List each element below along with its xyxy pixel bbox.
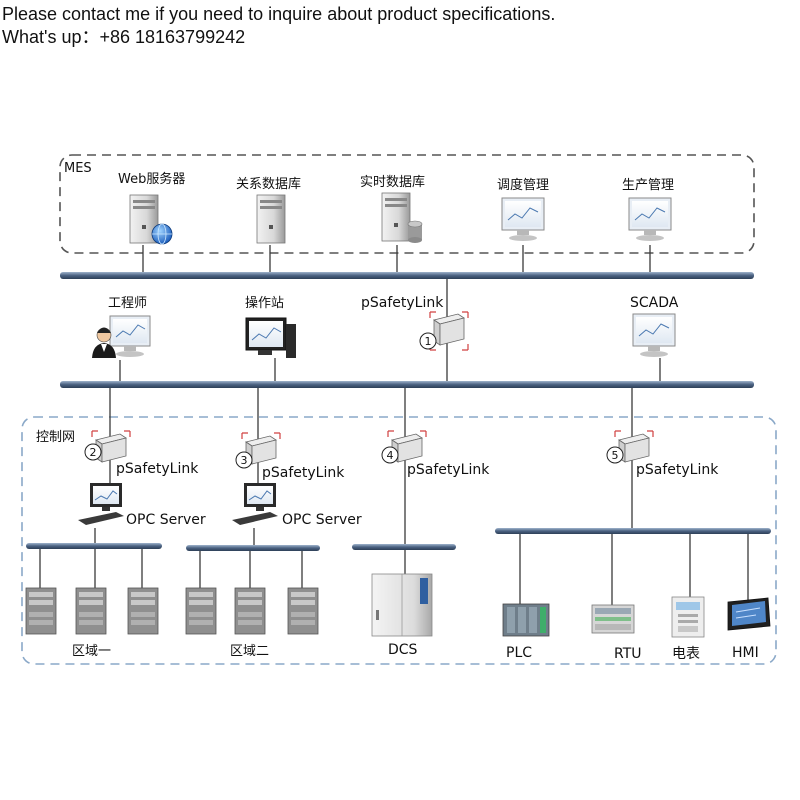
rack-server-icon [75,587,107,635]
rtu-label: RTU [614,646,642,662]
plc-label: PLC [506,645,532,661]
gateway-number: 2 [90,446,97,459]
zone2-servers: 区域二 [185,587,319,659]
rtu-device-icon [591,604,635,634]
rack-server-icon [25,587,57,635]
workstation-icon [232,483,278,525]
electric-meter-icon [671,596,705,638]
psafetylink-gateway-4: 4 pSafetyLink [381,430,490,478]
psafetylink-gateway-5: 5 pSafetyLink [606,430,719,478]
field-bus [495,528,771,534]
monitor-icon [628,197,672,241]
contact-phone: What's up：+86 18163799242 [2,27,246,47]
realtime-db-label: 实时数据库 [360,174,425,190]
gateway-number-badge [381,446,399,464]
globe-icon [151,223,173,245]
dcs-bus [352,544,456,550]
psafetylink-top-label: pSafetyLink [361,295,444,311]
relational-db-node: 关系数据库 [236,176,301,244]
relational-db-label: 关系数据库 [236,176,301,192]
control-network-label: 控制网 [36,430,75,445]
hmi-panel-icon [727,597,771,631]
psafetylink-label: pSafetyLink [116,461,199,477]
production-node: 生产管理 [622,178,674,241]
gateway-number-badge [419,332,437,350]
workstation-icon [78,483,124,525]
rack-server-icon [127,587,159,635]
gateway-number: 1 [425,335,432,348]
meter-label: 电表 [672,646,700,662]
psafetylink-gateway-2: 2 pSafetyLink [84,430,199,477]
web-server-node: Web服务器 [118,171,185,245]
gateway-number: 4 [387,449,394,462]
scheduling-node: 调度管理 [497,177,549,241]
server-tower-icon [381,192,411,242]
contact-note: Please contact me if you need to inquire… [2,4,556,24]
mes-zone-label: MES [64,161,92,176]
psafetylink-label: pSafetyLink [262,465,345,481]
psafetylink-label: pSafetyLink [407,462,490,478]
scada-label: SCADA [630,295,679,311]
opc-server-node-2: OPC Server [232,483,362,528]
monitor-icon [632,313,676,357]
gateway-number-badge [235,451,253,469]
plc-node: PLC [502,603,550,661]
dcs-label: DCS [388,642,418,658]
engineer-node: 工程师 [92,296,151,358]
psafetylink-gateway-3: 3 pSafetyLink [235,432,345,481]
engineer-person-icon [92,327,116,358]
gateway-number-badge [84,443,102,461]
dcs-node: DCS [371,573,433,658]
rtu-node: RTU [591,604,642,662]
mes-bus [60,272,754,279]
opc-server-node-1: OPC Server [78,483,206,528]
server-tower-icon [256,194,286,244]
zone1-servers: 区域一 [25,587,159,659]
scada-node: SCADA [630,295,679,357]
gateway-device-icon [429,311,469,351]
operator-station-node: 操作站 [245,295,296,358]
database-icon [407,220,423,243]
gateway-number: 5 [612,449,619,462]
production-label: 生产管理 [622,178,674,193]
control-network-zone [21,416,777,665]
supervisory-bus [60,381,754,388]
hmi-label: HMI [732,645,759,661]
dcs-cabinet-icon [371,573,433,637]
zone2-label: 区域二 [230,644,269,659]
operator-station-label: 操作站 [245,295,284,311]
engineer-label: 工程师 [108,296,147,311]
psafetylink-gateway-1: 1 pSafetyLink [361,295,469,351]
psafetylink-label: pSafetyLink [636,462,719,478]
meter-node: 电表 [671,596,705,662]
zone2-bus [186,545,320,551]
scheduling-label: 调度管理 [497,177,549,193]
rack-server-icon [287,587,319,635]
realtime-db-node: 实时数据库 [360,174,425,243]
opc-server-label: OPC Server [126,512,206,528]
monitor-icon [109,315,151,357]
gateway-device-icon [387,430,427,463]
plc-module-icon [502,603,550,637]
opc-server-label: OPC Server [282,512,362,528]
zone1-bus [26,543,162,549]
gateway-number-badge [606,446,624,464]
rack-server-icon [234,587,266,635]
rack-server-icon [185,587,217,635]
gateway-number: 3 [241,454,248,467]
zone1-label: 区域一 [72,644,111,659]
mes-zone [59,154,755,254]
web-server-label: Web服务器 [118,171,185,187]
workstation-icon [245,317,296,358]
monitor-icon [501,197,545,241]
hmi-node: HMI [727,597,771,661]
connection-lines [39,245,749,605]
